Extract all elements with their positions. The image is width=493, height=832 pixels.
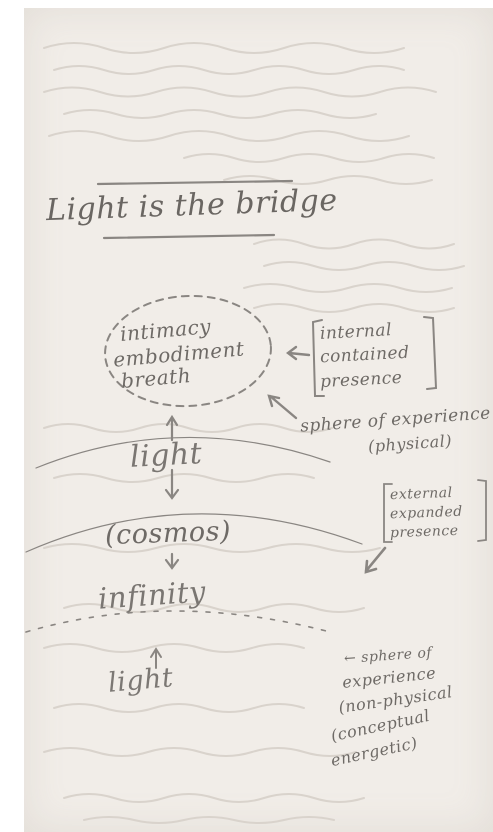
arc-lower (25, 513, 363, 553)
arrow-up-to-cluster-icon (165, 414, 179, 442)
flow-light-1: light (129, 436, 204, 475)
arrow-down-infinity-icon (164, 552, 180, 570)
title-overline (96, 179, 294, 186)
bracket-top-line-3: presence (319, 367, 403, 393)
flow-light-2: light (106, 662, 175, 699)
title-underline (102, 233, 276, 240)
bracket-bottom-line-2: expanded (389, 503, 463, 523)
bracket-right (423, 316, 438, 390)
bracket-left (311, 319, 325, 397)
dotted-arc (25, 610, 331, 633)
arc-upper (35, 436, 331, 469)
arrow-down-cosmos-icon (164, 468, 180, 500)
bracket-left-2 (383, 483, 393, 543)
flow-cosmos: (cosmos) (104, 515, 232, 552)
arrow-external-icon (364, 546, 387, 574)
bleed-through-texture (43, 42, 465, 824)
bracket-top-line-1: internal (319, 320, 393, 344)
arrow-sphere-icon (267, 394, 298, 420)
notebook-page (24, 8, 493, 832)
arrow-up-light-icon (150, 647, 162, 669)
bracket-bottom-line-3: presence (389, 522, 459, 542)
bracket-right-2 (477, 479, 487, 542)
arrow-to-cluster-icon (286, 345, 311, 361)
dashed-cluster-ellipse (104, 294, 272, 408)
bracket-bottom-line-1: external (389, 484, 453, 504)
